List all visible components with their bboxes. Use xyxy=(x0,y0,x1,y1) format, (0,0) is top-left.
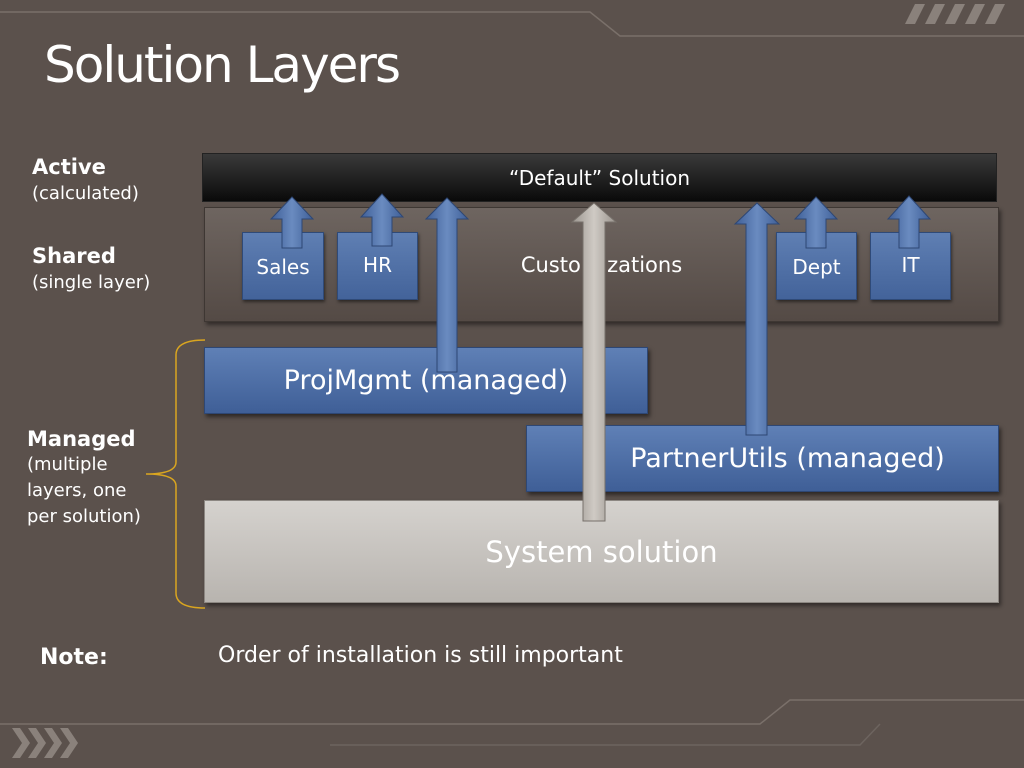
tile-it-label: IT xyxy=(901,253,920,277)
shared-label-title: Shared xyxy=(32,244,116,268)
managed-label: Managed (multiple layers, one per soluti… xyxy=(27,426,141,530)
default-solution-bar: “Default” Solution xyxy=(202,153,997,202)
arrow-sales-icon xyxy=(269,196,315,249)
note-label: Note: xyxy=(40,645,108,670)
tile-sales: Sales xyxy=(242,232,324,300)
tile-dept-label: Dept xyxy=(792,255,841,279)
arrow-projmgmt-icon xyxy=(424,197,470,373)
system-solution-label: System solution xyxy=(485,535,718,569)
shared-label-sub: (single layer) xyxy=(32,272,151,293)
note-text: Order of installation is still important xyxy=(218,643,623,668)
tile-sales-label: Sales xyxy=(256,255,310,279)
chevrons-icon xyxy=(12,728,78,758)
stripes-icon xyxy=(905,4,1005,24)
managed-label-sub-1: (multiple xyxy=(27,454,108,475)
arrow-partnerutils-icon xyxy=(733,202,781,436)
slide-title: Solution Layers xyxy=(44,36,401,94)
tile-hr-label: HR xyxy=(363,253,392,277)
managed-label-title: Managed xyxy=(27,427,136,451)
active-label-sub: (calculated) xyxy=(32,183,139,204)
default-solution-label: “Default” Solution xyxy=(508,166,690,190)
arrow-dept-icon xyxy=(793,196,839,249)
partnerutils-label: PartnerUtils (managed) xyxy=(630,443,945,474)
managed-label-sub-2: layers, one xyxy=(27,480,127,501)
active-label: Active (calculated) xyxy=(32,154,139,207)
shared-label: Shared (single layer) xyxy=(32,243,150,296)
arrow-system-icon xyxy=(570,202,618,522)
managed-label-sub-3: per solution) xyxy=(27,506,141,527)
projmgmt-label: ProjMgmt (managed) xyxy=(283,365,569,396)
active-label-title: Active xyxy=(32,155,106,179)
arrow-hr-icon xyxy=(359,193,405,247)
arrow-it-icon xyxy=(886,195,932,249)
projmgmt-layer: ProjMgmt (managed) xyxy=(204,347,648,414)
